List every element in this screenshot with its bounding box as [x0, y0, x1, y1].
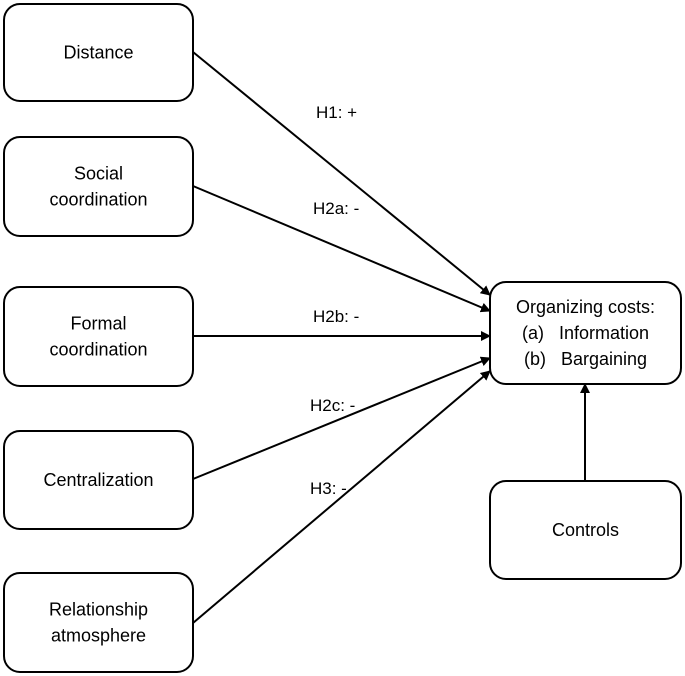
node-label-formal-coordination-line-2: coordination — [49, 340, 147, 360]
arrow-relationship-atmosphere-to-organizing-costs — [192, 370, 491, 624]
node-label-relationship-atmosphere-line-1: Relationship — [49, 600, 148, 620]
arrow-centralization-to-organizing-costs — [192, 356, 491, 480]
node-label-formal-coordination-line-1: Formal — [70, 314, 126, 334]
node-box-social-coordination — [3, 136, 194, 237]
edge-label-social-coordination: H2a: - — [313, 199, 359, 218]
nodes-layer: DistanceSocialcoordinationFormalcoordina… — [3, 3, 682, 673]
node-label-organizing-costs-line-2: (a) Information — [522, 323, 649, 343]
node-label-distance-line-1: Distance — [63, 43, 133, 63]
node-box-relationship-atmosphere — [3, 572, 194, 673]
node-centralization: Centralization — [3, 430, 194, 530]
node-relationship-atmosphere: Relationship atmosphere — [3, 572, 194, 673]
node-social-coordination: Social coordination — [3, 136, 194, 237]
node-box-centralization — [3, 430, 194, 530]
node-distance: Distance — [3, 3, 194, 102]
edge-label-relationship-atmosphere: H3: - — [310, 479, 347, 498]
node-label-social-coordination-line-2: coordination — [49, 190, 147, 210]
node-organizing-costs: Organizing costs: (a) Information (b) Barg… — [489, 281, 682, 385]
node-label-controls-line-1: Controls — [552, 520, 619, 540]
node-label-organizing-costs-line-1: Organizing costs: — [516, 297, 655, 317]
node-label-relationship-atmosphere-line-2: atmosphere — [51, 626, 146, 646]
node-box-formal-coordination — [3, 286, 194, 387]
node-label-centralization-line-1: Centralization — [43, 470, 153, 490]
node-controls: Controls — [489, 480, 682, 580]
edge-label-centralization: H2c: - — [310, 396, 355, 415]
node-box-organizing-costs — [489, 281, 682, 385]
edge-label-distance: H1: + — [316, 103, 357, 122]
node-label-organizing-costs-line-3: (b) Bargaining — [524, 349, 647, 369]
node-formal-coordination: Formal coordination — [3, 286, 194, 387]
edges-layer: H1: + H2a: - H2b: - H2c: - H3: - — [192, 51, 590, 624]
arrow-distance-to-organizing-costs — [192, 51, 491, 296]
arrow-social-coordination-to-organizing-costs — [192, 185, 491, 313]
node-label-social-coordination-line-1: Social — [74, 164, 123, 184]
node-box-controls — [489, 480, 682, 580]
edge-label-formal-coordination: H2b: - — [313, 307, 359, 326]
node-box-distance — [3, 3, 194, 102]
